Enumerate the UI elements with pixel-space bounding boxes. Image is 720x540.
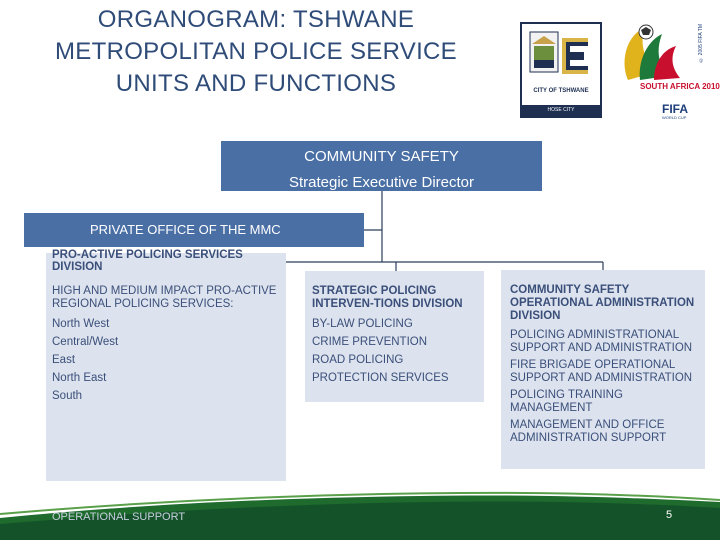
unit-sub-heading: HIGH AND MEDIUM IMPACT PRO-ACTIVE REGION… [52, 285, 277, 310]
title-line-3: UNITS AND FUNCTIONS [115, 70, 397, 97]
list-item: South [52, 390, 83, 402]
title-line-1: ORGANOGRAM: TSHWANE [97, 6, 415, 33]
executive-director-box: COMMUNITY SAFETY Strategic Executive Dir… [221, 141, 542, 191]
mmc-office-box: PRIVATE OFFICE OF THE MMC [24, 213, 364, 247]
list-item: Central/West [52, 336, 119, 348]
list-item: PROTECTION SERVICES [312, 372, 449, 384]
strategic-interventions-division-box: STRATEGIC POLICING INTERVEN-TIONS DIVISI… [305, 271, 484, 402]
list-item: North West [52, 318, 110, 330]
fifa-cup: WORLD CUP [662, 115, 687, 120]
page-number: 5 [666, 509, 673, 521]
fifa-emblem-icon [624, 24, 680, 80]
list-item: BY-LAW POLICING [312, 318, 413, 330]
list-item: CRIME PREVENTION [312, 336, 428, 348]
page-title: ORGANOGRAM: TSHWANE METROPOLITAN POLICE … [0, 4, 512, 100]
proactive-policing-division-box: PRO-ACTIVE POLICING SERVICES DIVISION HI… [46, 249, 286, 481]
city-of-tshwane-logo: CITY OF TSHWANE HOSE CITY [520, 22, 602, 118]
operational-administration-division-box: COMMUNITY SAFETY OPERATIONAL ADMINISTRAT… [501, 270, 705, 469]
unit-heading: COMMUNITY SAFETY OPERATIONAL ADMINISTRAT… [510, 284, 695, 322]
list-item: ROAD POLICING [312, 354, 404, 366]
title-line-2: METROPOLITAN POLICE SERVICE [55, 38, 457, 65]
list-item: MANAGEMENT AND OFFICE ADMINISTRATION SUP… [510, 419, 667, 444]
tshwane-motto: HOSE CITY [522, 105, 600, 116]
list-item: POLICING TRAINING MANAGEMENT [510, 389, 623, 414]
fifa-world-cup-logo: SOUTH AFRICA 2010 FIFA WORLD CUP © 2005 … [610, 22, 720, 122]
list-item: East [52, 354, 76, 366]
footer-label: OPERATIONAL SUPPORT [52, 511, 186, 523]
list-item: North East [52, 372, 107, 384]
footer-wave [0, 491, 720, 540]
tshwane-name: CITY OF TSHWANE [533, 88, 589, 94]
list-item: POLICING ADMINISTRATIONAL SUPPORT AND AD… [510, 329, 693, 354]
logos: CITY OF TSHWANE HOSE CITY SOUTH AFRICA 2… [520, 22, 720, 122]
executive-line-2: Strategic Executive Director [288, 174, 475, 191]
unit-heading: PRO-ACTIVE POLICING SERVICES DIVISION [52, 249, 243, 273]
executive-line-1: COMMUNITY SAFETY [304, 148, 459, 165]
list-item: FIRE BRIGADE OPERATIONAL SUPPORT AND ADM… [510, 359, 693, 384]
unit-heading: STRATEGIC POLICING INTERVEN-TIONS DIVISI… [312, 285, 463, 310]
fifa-name: FIFA [662, 102, 688, 116]
tshwane-emblem-icon [529, 31, 588, 74]
fifa-country: SOUTH AFRICA 2010 [640, 82, 720, 91]
